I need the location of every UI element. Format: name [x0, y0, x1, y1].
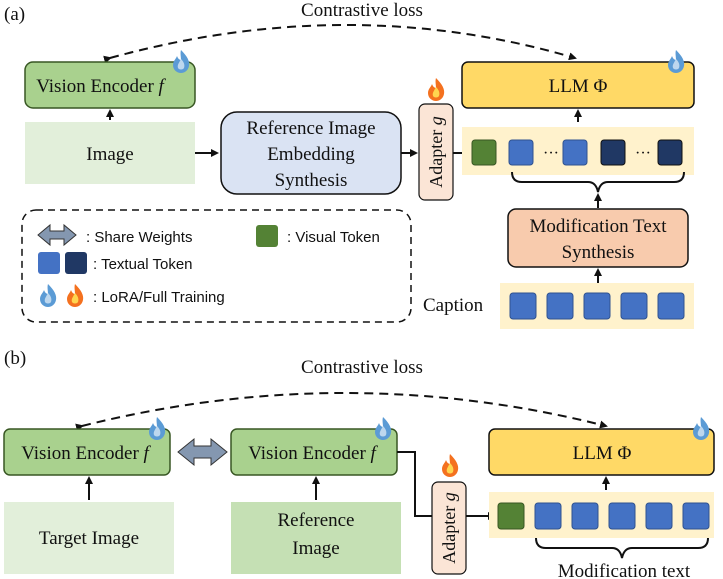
legend-lora-full: : LoRA/Full Training	[93, 289, 225, 306]
fire-icon	[442, 454, 459, 477]
contrastive-arrow-b	[75, 392, 608, 432]
part-b-label: (b)	[4, 348, 26, 369]
double-arrow-icon	[37, 223, 77, 247]
caption-token	[583, 292, 611, 320]
lora-icon	[668, 50, 685, 73]
textual-token	[534, 502, 562, 530]
textual-token	[571, 502, 599, 530]
target-image-label: Target Image	[39, 528, 139, 549]
image-label: Image	[86, 144, 133, 165]
legend-fire-icon	[67, 284, 84, 307]
ref-embed-line2: Embedding	[267, 144, 355, 165]
adapter-b-label: Adapter g	[439, 492, 459, 563]
textual-token	[562, 139, 588, 166]
modification-text-label: Modification text	[558, 561, 691, 579]
vision-encoder-a	[24, 61, 196, 109]
caption-token	[657, 292, 685, 320]
legend-textual-token-light	[38, 252, 60, 274]
ref-image-line2: Image	[292, 538, 339, 559]
ref-embed-line3: Synthesis	[275, 170, 348, 191]
llm-a	[461, 61, 695, 109]
legend-visual-token-swatch	[256, 225, 278, 247]
caption-token	[509, 292, 537, 320]
textual-token	[682, 502, 710, 530]
textual-token	[645, 502, 673, 530]
ref-embed-line1: Reference Image	[246, 118, 375, 139]
caption-token	[546, 292, 574, 320]
textual-token	[657, 139, 683, 166]
image-box-a	[25, 122, 195, 184]
fire-icon	[428, 78, 445, 101]
mod-text-synthesis-box	[507, 208, 689, 268]
adapter-a-label: Adapter g	[426, 116, 446, 187]
svg-text:···: ···	[635, 145, 651, 162]
svg-text:···: ···	[543, 145, 559, 162]
vision-encoder-a-label: Vision Encoder f	[36, 76, 166, 97]
legend-lora-icon	[40, 284, 57, 307]
legend-textual-token: : Textual Token	[93, 256, 193, 273]
brace-b	[535, 537, 709, 559]
mod-synth-line2: Synthesis	[562, 242, 635, 263]
lora-icon	[149, 417, 166, 440]
vision-encoder-b1	[3, 428, 171, 476]
contrastive-loss-a: Contrastive loss	[301, 0, 423, 21]
visual-token	[497, 502, 525, 530]
ref-image-line1: Reference	[278, 510, 355, 531]
caption-label: Caption	[423, 295, 484, 316]
vision-encoder-b1-label: Vision Encoder f	[21, 443, 151, 464]
vision-encoder-b2-label: Vision Encoder f	[248, 443, 378, 464]
part-a-label: (a)	[4, 4, 25, 25]
textual-token	[600, 139, 626, 166]
legend-share-weights: : Share Weights	[86, 229, 192, 246]
textual-token	[608, 502, 636, 530]
legend-visual-token: : Visual Token	[287, 229, 380, 246]
lora-icon	[693, 417, 710, 440]
reference-image-box	[231, 502, 401, 574]
visual-token	[471, 139, 497, 166]
llm-b-label: LLM Φ	[573, 443, 632, 464]
caption-token	[620, 292, 648, 320]
legend-textual-token-dark	[65, 252, 87, 274]
adapter-b	[431, 481, 467, 575]
llm-b	[488, 428, 715, 476]
legend-box	[21, 209, 412, 323]
token-strip-b	[489, 492, 714, 538]
mod-synth-line1: Modification Text	[529, 216, 667, 237]
contrastive-arrow-a	[103, 24, 577, 64]
share-weights-arrow-icon	[177, 437, 228, 467]
textual-token	[508, 139, 534, 166]
brace-a	[511, 171, 685, 193]
lora-icon	[375, 417, 392, 440]
contrastive-loss-b: Contrastive loss	[301, 357, 423, 378]
llm-a-label: LLM Φ	[549, 76, 608, 97]
lora-icon	[173, 50, 190, 73]
target-image-box	[4, 502, 174, 574]
